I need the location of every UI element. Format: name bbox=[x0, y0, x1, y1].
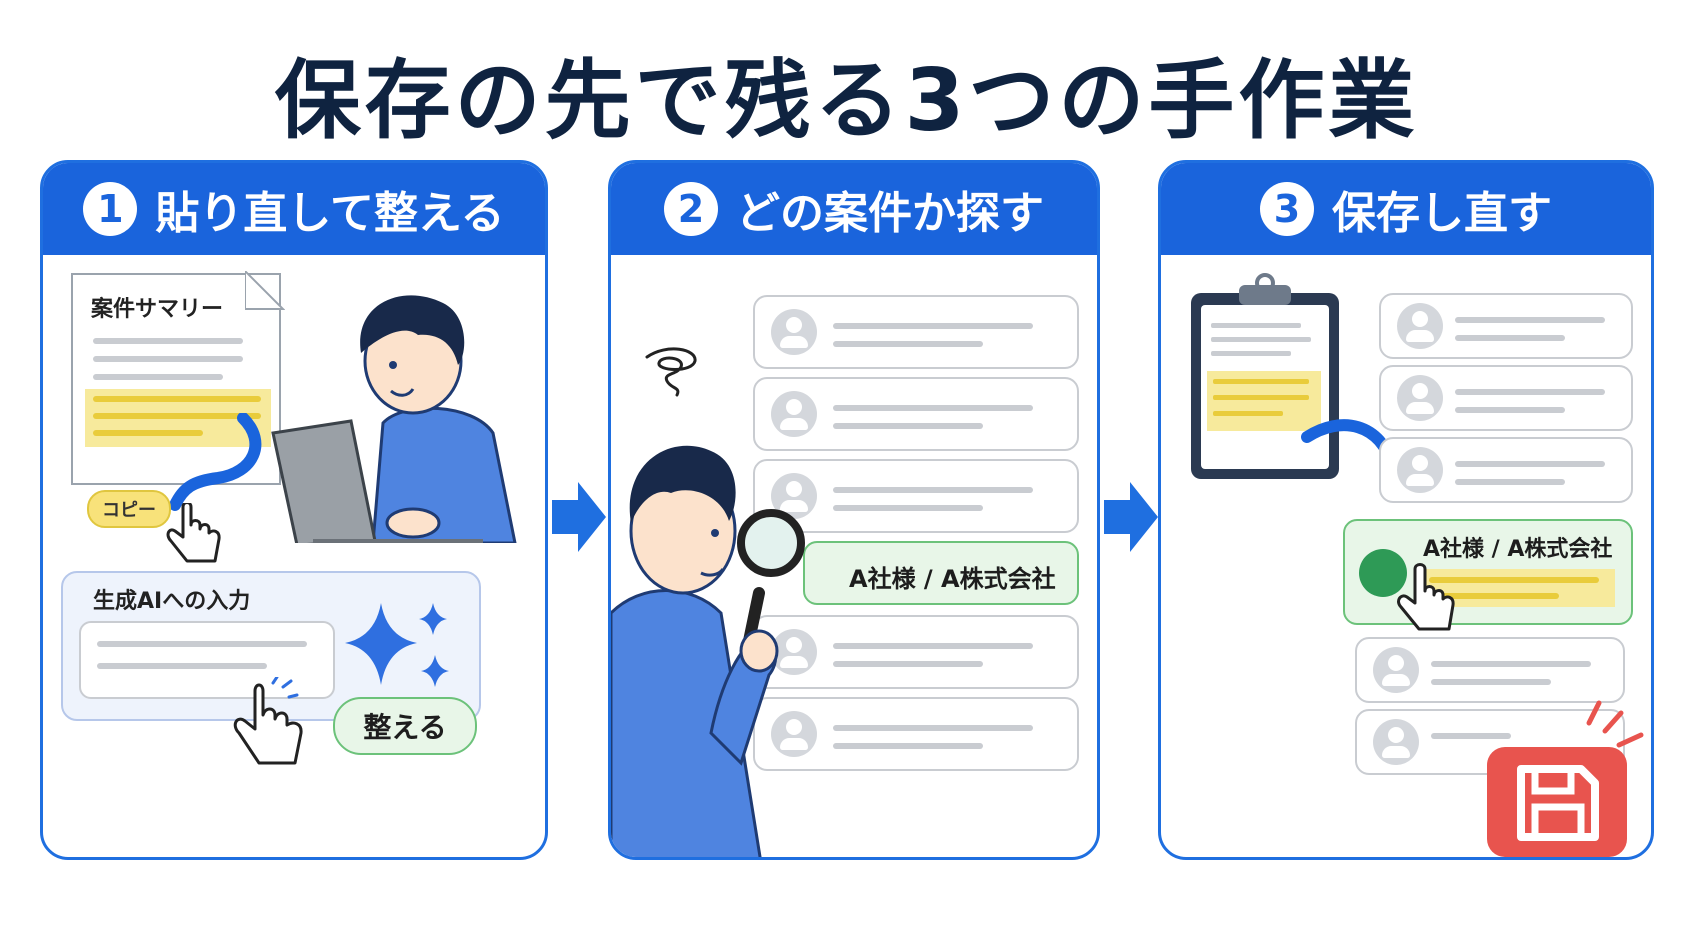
sparkle-icon bbox=[345, 603, 449, 687]
confusion-swirl-icon bbox=[645, 347, 697, 397]
user-avatar-icon bbox=[771, 391, 817, 437]
record-card[interactable] bbox=[753, 377, 1079, 451]
card-line bbox=[833, 323, 1033, 329]
hand-pointer-icon bbox=[166, 503, 221, 563]
user-avatar-icon bbox=[1359, 549, 1407, 597]
card-line bbox=[1431, 661, 1591, 667]
doc-line bbox=[93, 374, 223, 380]
step-1-header: 1 貼り直して整える bbox=[43, 163, 545, 255]
summary-document-title: 案件サマリー bbox=[91, 297, 224, 322]
matched-record-card[interactable]: A社様 / A株式会社 bbox=[1343, 519, 1633, 625]
record-card[interactable] bbox=[1379, 365, 1633, 431]
step-3-panel: 3 保存し直す bbox=[1158, 160, 1654, 860]
format-button[interactable]: 整える bbox=[333, 697, 477, 755]
highlight-line bbox=[93, 396, 261, 402]
user-avatar-icon bbox=[1397, 447, 1443, 493]
step-1-number: 1 bbox=[83, 182, 138, 236]
person-searching-illustration bbox=[611, 445, 805, 857]
clipboard-icon bbox=[1191, 273, 1339, 479]
doc-line bbox=[93, 356, 243, 362]
step-arrow-1 bbox=[552, 482, 606, 552]
card-line bbox=[1455, 479, 1565, 485]
person-typing-illustration bbox=[271, 295, 517, 543]
user-avatar-icon bbox=[771, 629, 817, 675]
step-arrow-2 bbox=[1104, 482, 1158, 552]
document-fold-icon bbox=[245, 271, 285, 310]
hand-pointer-icon bbox=[1397, 563, 1455, 631]
card-line bbox=[833, 423, 983, 429]
step-2-number: 2 bbox=[664, 182, 718, 236]
step-3-header: 3 保存し直す bbox=[1161, 163, 1651, 255]
copy-badge[interactable]: コピー bbox=[87, 490, 171, 528]
highlight-line bbox=[93, 430, 203, 436]
step-3-label: 保存し直す bbox=[1332, 188, 1552, 239]
card-line bbox=[1455, 389, 1605, 395]
highlight-line bbox=[1429, 577, 1599, 583]
card-line bbox=[1455, 335, 1565, 341]
highlight-line bbox=[1429, 593, 1559, 599]
prompt-line bbox=[97, 641, 307, 647]
matched-record-label: A社様 / A株式会社 bbox=[1423, 537, 1613, 562]
user-avatar-icon bbox=[1373, 719, 1419, 765]
card-line bbox=[833, 505, 983, 511]
matched-record-card[interactable]: A社様 / A株式会社 bbox=[803, 541, 1079, 605]
step-2-header: 2 どの案件か探す bbox=[611, 163, 1097, 255]
card-line bbox=[833, 341, 983, 347]
prompt-line bbox=[97, 663, 267, 669]
user-avatar-icon bbox=[771, 309, 817, 355]
user-avatar-icon bbox=[1397, 375, 1443, 421]
record-card[interactable] bbox=[1355, 637, 1625, 703]
card-line bbox=[833, 643, 1033, 649]
card-line bbox=[1431, 679, 1551, 685]
step-2-panel: 2 どの案件か探す A社様 / A株式会社 bbox=[608, 160, 1100, 860]
record-card[interactable] bbox=[753, 697, 1079, 771]
highlight-line bbox=[93, 413, 261, 419]
user-avatar-icon bbox=[771, 711, 817, 757]
card-line bbox=[833, 487, 1033, 493]
matched-record-label: A社様 / A株式会社 bbox=[849, 565, 1056, 593]
card-line bbox=[833, 725, 1033, 731]
record-card[interactable] bbox=[1379, 293, 1633, 359]
ai-input-title: 生成AIへの入力 bbox=[93, 589, 251, 614]
hand-pointer-icon bbox=[233, 677, 303, 765]
step-2-label: どの案件か探す bbox=[736, 188, 1044, 239]
doc-line bbox=[93, 338, 243, 344]
record-card[interactable] bbox=[753, 459, 1079, 533]
step-1-label: 貼り直して整える bbox=[155, 188, 505, 239]
card-line bbox=[1455, 317, 1605, 323]
step-1-panel: 1 貼り直して整える 案件サマリー コピー bbox=[40, 160, 548, 860]
user-avatar-icon bbox=[1397, 303, 1443, 349]
record-card[interactable] bbox=[1379, 437, 1633, 503]
step-3-number: 3 bbox=[1260, 182, 1314, 236]
page-title: 保存の先で残る3つの手作業 bbox=[274, 51, 1419, 151]
user-avatar-icon bbox=[1373, 647, 1419, 693]
record-card[interactable] bbox=[753, 615, 1079, 689]
record-card[interactable] bbox=[753, 295, 1079, 369]
card-line bbox=[1455, 461, 1605, 467]
card-line bbox=[833, 405, 1033, 411]
card-line bbox=[1455, 407, 1565, 413]
copy-flow-arrow bbox=[169, 413, 262, 511]
ai-prompt-field[interactable] bbox=[79, 621, 335, 699]
card-line bbox=[1431, 733, 1511, 739]
card-line bbox=[833, 661, 983, 667]
card-line bbox=[833, 743, 983, 749]
save-floppy-icon[interactable] bbox=[1481, 695, 1654, 860]
